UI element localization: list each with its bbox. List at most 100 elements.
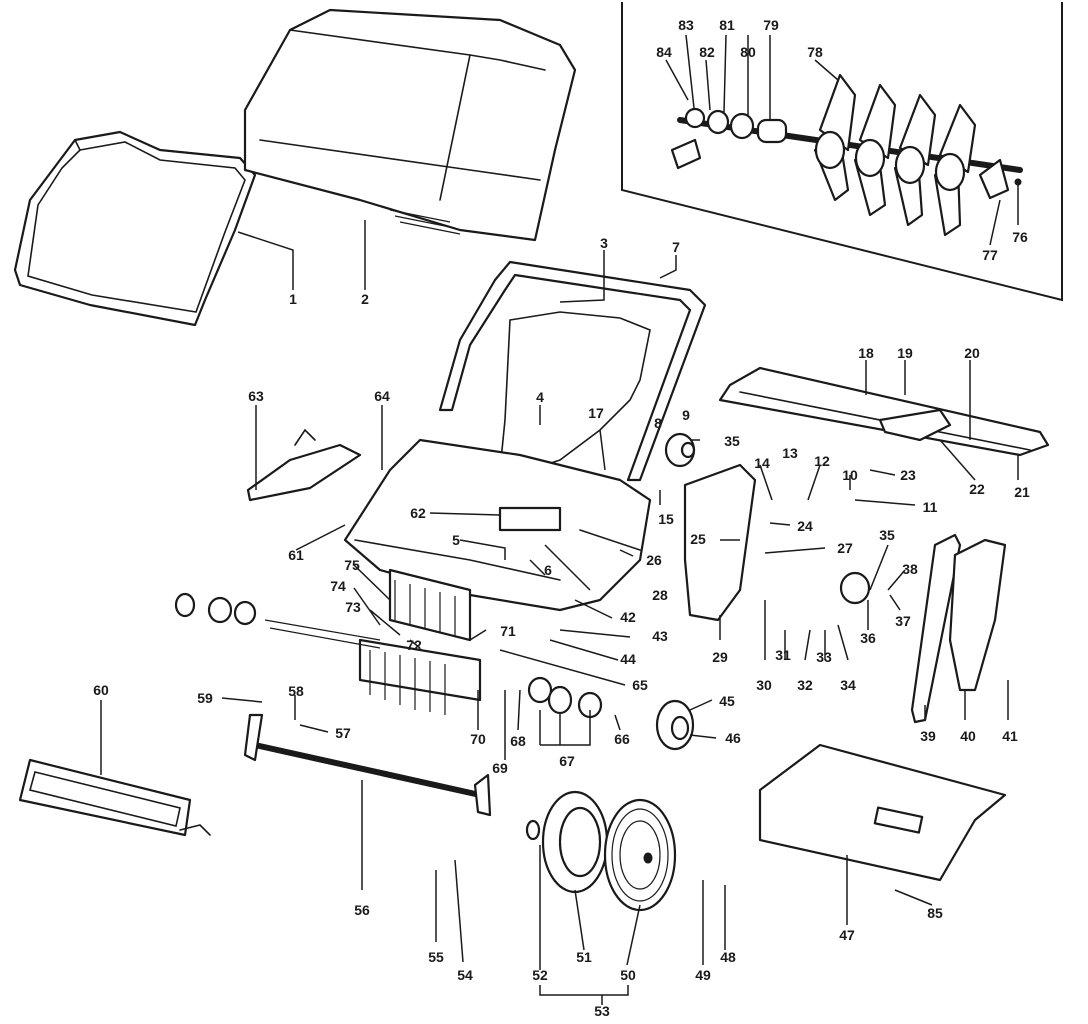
callout-7: 7 xyxy=(672,239,680,255)
callout-64: 64 xyxy=(374,388,390,404)
callout-27: 27 xyxy=(837,540,853,556)
wheel-tire xyxy=(603,798,677,912)
callout-73: 73 xyxy=(345,599,361,615)
callout-12: 12 xyxy=(814,453,830,469)
callout-19: 19 xyxy=(897,345,913,361)
callout-21: 21 xyxy=(1014,484,1030,500)
callout-44: 44 xyxy=(620,651,636,667)
right-bearings xyxy=(527,676,603,719)
callout-85: 85 xyxy=(927,905,943,921)
callout-69: 69 xyxy=(492,760,508,776)
callout-52: 52 xyxy=(532,967,548,983)
callout-71: 71 xyxy=(500,623,516,639)
callout-49: 49 xyxy=(695,967,711,983)
callout-31: 31 xyxy=(775,647,791,663)
callout-5: 5 xyxy=(452,532,460,548)
tine-assembly xyxy=(264,568,482,715)
callout-45: 45 xyxy=(719,693,735,709)
callout-6: 6 xyxy=(544,562,552,578)
callout-15: 15 xyxy=(658,511,674,527)
grass-collector-bag xyxy=(243,8,577,242)
callout-34: 34 xyxy=(840,677,856,693)
callout-83: 83 xyxy=(678,17,694,33)
callout-55: 55 xyxy=(428,949,444,965)
callout-70: 70 xyxy=(470,731,486,747)
callout-25: 25 xyxy=(690,531,706,547)
callout-18: 18 xyxy=(858,345,874,361)
callout-51: 51 xyxy=(576,949,592,965)
callout-29: 29 xyxy=(712,649,728,665)
motor-pulley xyxy=(664,432,871,605)
callout-48: 48 xyxy=(720,949,736,965)
side-cover xyxy=(683,463,757,622)
callout-47: 47 xyxy=(839,927,855,943)
callout-41: 41 xyxy=(1002,728,1018,744)
callout-10: 10 xyxy=(842,467,858,483)
rear-axle xyxy=(243,713,492,817)
callout-24: 24 xyxy=(797,518,813,534)
callout-26: 26 xyxy=(646,552,662,568)
callout-78: 78 xyxy=(807,44,823,60)
callout-40: 40 xyxy=(960,728,976,744)
callout-81: 81 xyxy=(719,17,735,33)
callout-38: 38 xyxy=(902,561,918,577)
callout-22: 22 xyxy=(969,481,985,497)
inset-spindle-assembly xyxy=(670,73,1023,237)
callout-33: 33 xyxy=(816,649,832,665)
callout-58: 58 xyxy=(288,683,304,699)
inset-blades xyxy=(813,73,1010,237)
callout-20: 20 xyxy=(964,345,980,361)
callout-66: 66 xyxy=(614,731,630,747)
callout-13: 13 xyxy=(782,445,798,461)
callout-62: 62 xyxy=(410,505,426,521)
callout-35b: 35 xyxy=(879,527,895,543)
callout-82: 82 xyxy=(699,44,715,60)
callout-80: 80 xyxy=(740,44,756,60)
callout-3: 3 xyxy=(600,235,608,251)
callout-32: 32 xyxy=(797,677,813,693)
inset-frame xyxy=(621,2,1063,302)
callout-28: 28 xyxy=(652,587,668,603)
callout-36: 36 xyxy=(860,630,876,646)
callout-8: 8 xyxy=(654,415,662,431)
callout-61: 61 xyxy=(288,547,304,563)
callout-79: 79 xyxy=(763,17,779,33)
callout-75: 75 xyxy=(344,557,360,573)
callout-46: 46 xyxy=(725,730,741,746)
callout-84: 84 xyxy=(656,44,672,60)
callout-53: 53 xyxy=(594,1003,610,1019)
callout-54: 54 xyxy=(457,967,473,983)
callout-39: 39 xyxy=(920,728,936,744)
callout-labels: 1 2 3 4 5 6 7 8 9 10 11 12 13 14 15 17 1… xyxy=(93,17,1030,1019)
callout-63: 63 xyxy=(248,388,264,404)
leader-lines xyxy=(100,34,1019,1005)
callout-17: 17 xyxy=(588,405,604,421)
hub-cap xyxy=(525,819,541,841)
main-housing xyxy=(343,438,652,612)
callout-9: 9 xyxy=(682,407,690,423)
callout-14: 14 xyxy=(754,455,770,471)
belt-cover xyxy=(948,538,1007,692)
callout-77: 77 xyxy=(982,247,998,263)
front-frame xyxy=(18,758,211,837)
callout-50: 50 xyxy=(620,967,636,983)
callout-68: 68 xyxy=(510,733,526,749)
wheel-rim xyxy=(541,790,609,894)
left-bearings xyxy=(174,592,257,626)
base-plate xyxy=(758,743,1007,882)
top-bracket-plate xyxy=(718,366,1050,457)
callout-30: 30 xyxy=(756,677,772,693)
callout-76: 76 xyxy=(1012,229,1028,245)
grass-bag-frame xyxy=(13,130,257,327)
callout-60: 60 xyxy=(93,682,109,698)
callout-2: 2 xyxy=(361,291,369,307)
callout-1: 1 xyxy=(289,291,297,307)
callout-35a: 35 xyxy=(724,433,740,449)
callout-56: 56 xyxy=(354,902,370,918)
callout-43: 43 xyxy=(652,628,668,644)
callout-23: 23 xyxy=(900,467,916,483)
left-bracket xyxy=(246,428,362,502)
callout-65: 65 xyxy=(632,677,648,693)
callout-59: 59 xyxy=(197,690,213,706)
